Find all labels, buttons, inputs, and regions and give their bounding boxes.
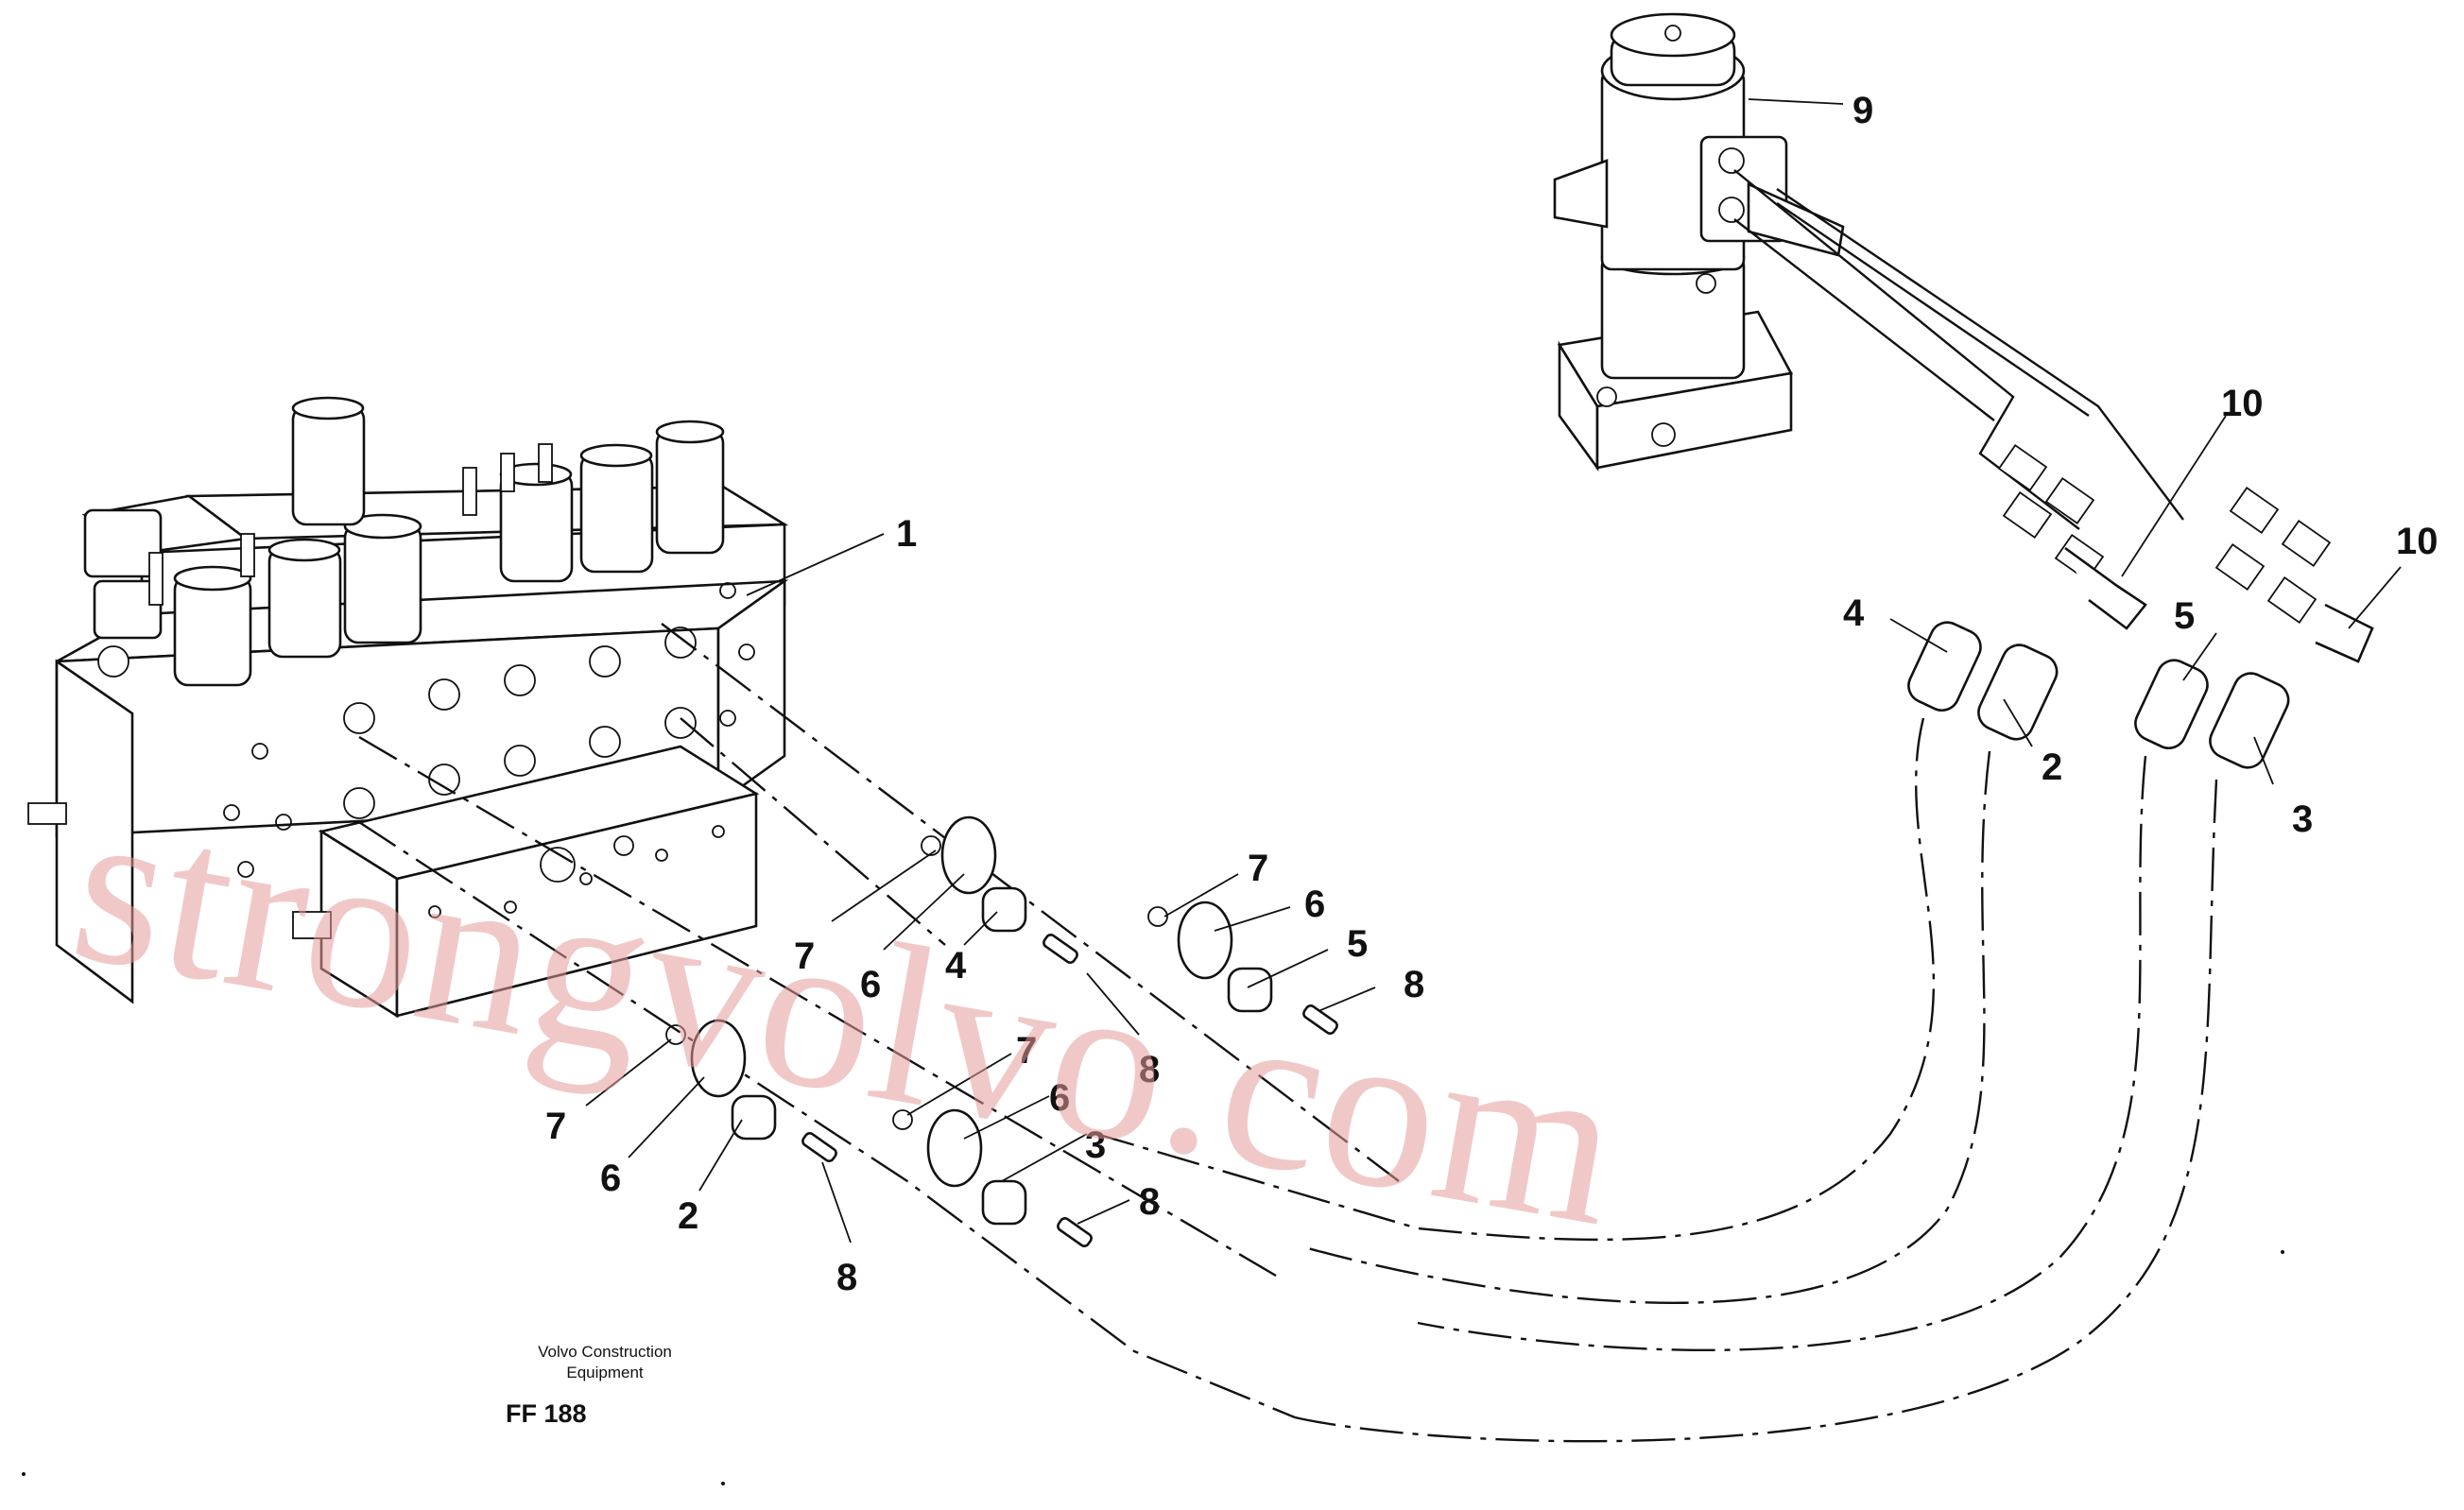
footer-manufacturer-line-1: Volvo Construction <box>538 1343 672 1361</box>
callout-3-top: 3 <box>2292 798 2313 840</box>
callout-8-c: 8 <box>836 1257 857 1298</box>
callout-10-right: 10 <box>2396 521 2438 562</box>
callout-8-b: 8 <box>1404 964 1424 1005</box>
callout-10-left: 10 <box>2221 383 2264 424</box>
callout-7-b: 7 <box>1248 848 1268 889</box>
callout-6-b: 6 <box>1304 884 1325 925</box>
callout-7-a: 7 <box>794 935 815 977</box>
callout-9: 9 <box>1852 90 1873 131</box>
callout-2-top: 2 <box>2042 746 2062 788</box>
hose-adapter-group <box>1907 443 2374 769</box>
leader-lines <box>585 98 2402 1244</box>
callout-8-d: 8 <box>1139 1181 1160 1223</box>
callout-6-a: 6 <box>860 964 881 1005</box>
callout-6-c: 6 <box>600 1158 621 1199</box>
callout-4-mid: 4 <box>945 945 967 987</box>
sensor-assemblies <box>665 815 1338 1247</box>
callout-1: 1 <box>896 513 917 555</box>
footer-manufacturer-line-2: Equipment <box>566 1364 644 1381</box>
callout-6-d: 6 <box>1049 1077 1070 1119</box>
callout-4-top: 4 <box>1843 592 1865 634</box>
callout-5-top: 5 <box>2174 595 2195 637</box>
callout-7-d: 7 <box>1016 1030 1037 1072</box>
callout-5-mid: 5 <box>1347 923 1368 965</box>
callout-2-low: 2 <box>678 1195 698 1237</box>
callout-numbers: 1 9 10 10 4 2 5 3 7 6 4 8 7 6 5 8 7 6 2 … <box>545 90 2438 1298</box>
swivel-joint <box>1553 12 2184 530</box>
stray-dots <box>22 1250 2284 1485</box>
callout-7-c: 7 <box>545 1106 566 1147</box>
callout-3-low: 3 <box>1085 1124 1106 1166</box>
control-valve-block <box>27 396 789 1019</box>
figure-footer: Volvo Construction Equipment FF 188 <box>506 1343 672 1428</box>
callout-8-a: 8 <box>1139 1049 1160 1090</box>
hose-lines <box>358 623 2218 1443</box>
figure-code: FF 188 <box>506 1399 587 1428</box>
watermark-text: strongvolvo.com <box>58 755 1637 1273</box>
